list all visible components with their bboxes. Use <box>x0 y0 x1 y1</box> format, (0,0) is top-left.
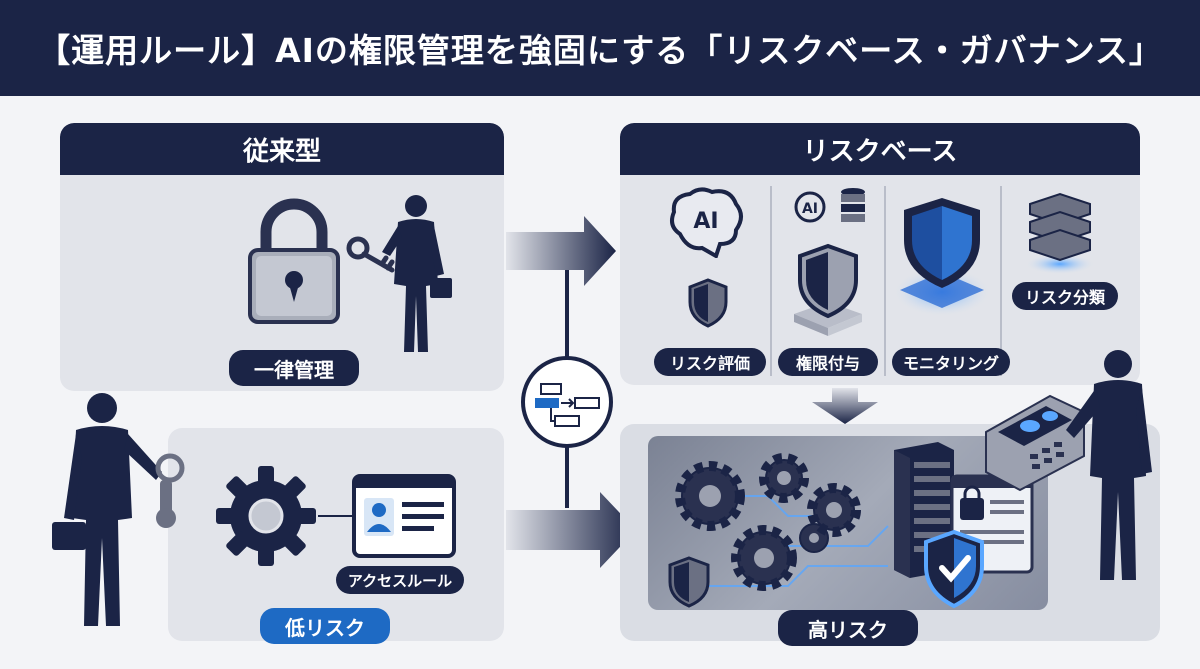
operator-silhouette-icon <box>1060 346 1160 590</box>
flow-diagram-icon <box>521 356 613 448</box>
id-card-icon <box>352 474 456 558</box>
traditional-heading: 従来型 <box>60 123 504 175</box>
risk-assessment-label: リスク評価 <box>654 348 766 376</box>
padlock-icon <box>246 192 342 324</box>
column-divider <box>1000 186 1002 376</box>
brain-ai-icon: AI <box>666 186 746 258</box>
arrow-right-bottom-icon <box>506 492 636 568</box>
access-rule-label: アクセスルール <box>336 566 464 594</box>
page-title: 【運用ルール】AIの権限管理を強固にする「リスクベース・ガバナンス」 <box>0 0 1200 96</box>
gear-icon <box>214 464 318 568</box>
riskbased-heading: リスクベース <box>620 123 1140 175</box>
dark-shield-icon <box>668 556 710 608</box>
risk-classification-label: リスク分類 <box>1012 282 1118 310</box>
biometric-terminal-icon <box>980 392 1090 492</box>
uniform-management-badge: 一律管理 <box>229 350 359 386</box>
arrow-right-top-icon <box>506 216 616 286</box>
monitoring-label: モニタリング <box>892 348 1010 376</box>
shield-platform-icon <box>788 242 868 338</box>
check-shield-icon <box>922 530 986 610</box>
gear-cluster-icon <box>664 448 884 598</box>
column-divider <box>770 186 772 376</box>
ai-chip-icon: AI <box>790 190 830 224</box>
server-stack-icon <box>1024 190 1096 274</box>
arrow-down-icon <box>812 388 878 424</box>
low-risk-badge: 低リスク <box>260 608 390 644</box>
ai-text: AI <box>693 209 718 234</box>
glowing-shield-icon <box>890 194 994 326</box>
permission-grant-label: 権限付与 <box>778 348 878 376</box>
small-shield-icon <box>688 278 728 328</box>
high-risk-badge: 高リスク <box>778 610 918 646</box>
businessman-with-key-icon <box>52 388 192 638</box>
businessman-silhouette-icon <box>376 192 456 360</box>
ai-chip-text: AI <box>802 201 818 217</box>
column-divider <box>884 186 886 376</box>
gear-card-connector <box>318 515 354 517</box>
key-icon <box>346 236 402 276</box>
database-icon <box>838 186 868 226</box>
